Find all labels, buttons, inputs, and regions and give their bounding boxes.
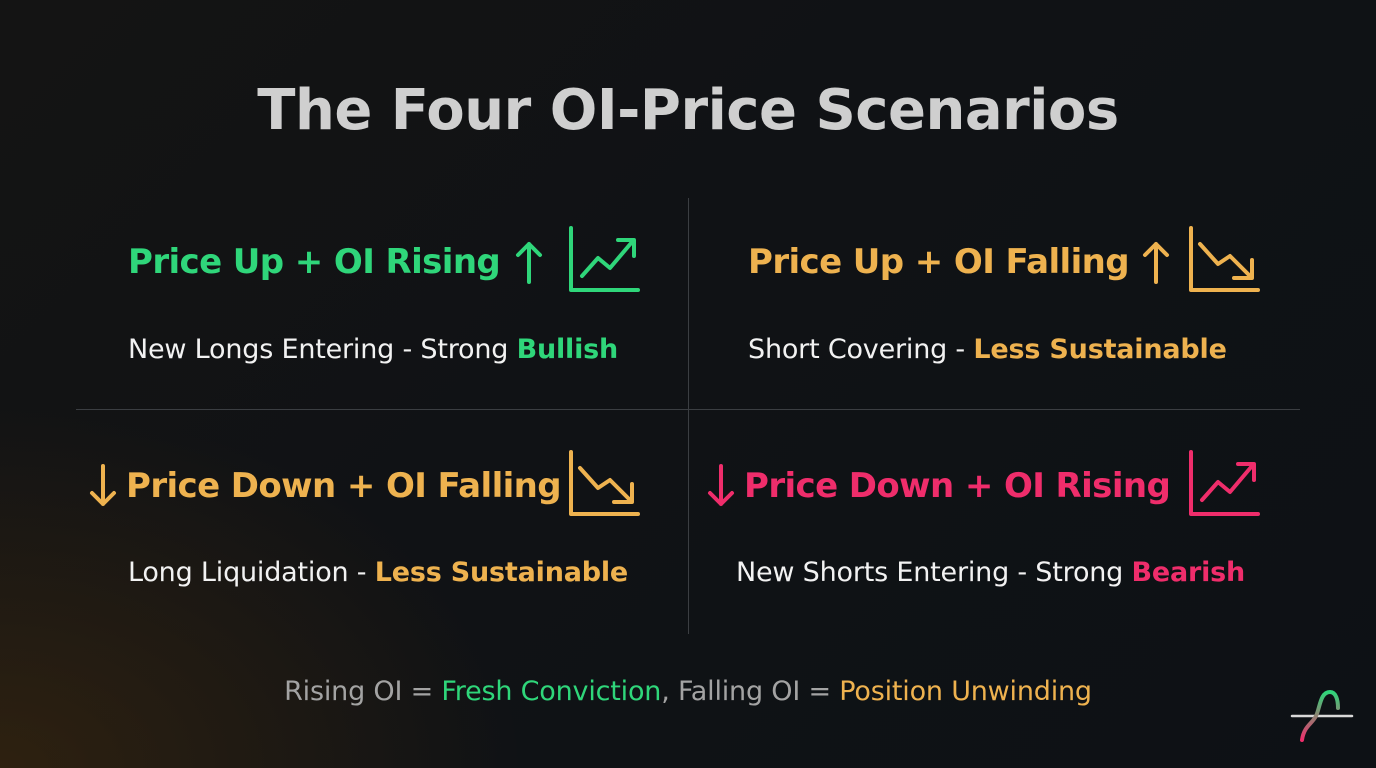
down-arrow-icon	[88, 464, 118, 508]
footer-summary: Rising OI = Fresh Conviction, Falling OI…	[284, 676, 1092, 707]
down-arrow-icon	[706, 464, 736, 508]
position-unwinding-text: Position Unwinding	[839, 676, 1092, 707]
bullish-emphasis: Bullish	[516, 334, 619, 365]
less-sustainable-emphasis: Less Sustainable	[374, 557, 629, 588]
vertical-divider	[688, 198, 689, 634]
quadrant-description-price-up-oi-falling: Short Covering - Less Sustainable	[748, 334, 1227, 365]
trend-down-chart-icon	[569, 450, 640, 516]
page-title: The Four OI-Price Scenarios	[257, 78, 1119, 143]
trend-up-chart-icon	[569, 226, 640, 292]
less-sustainable-emphasis: Less Sustainable	[973, 334, 1227, 365]
trend-up-chart-icon	[1189, 450, 1260, 516]
up-arrow-icon	[1141, 240, 1171, 284]
quadrant-heading-price-down-oi-rising: Price Down + OI Rising	[706, 464, 1171, 508]
bearish-emphasis: Bearish	[1131, 557, 1246, 588]
up-arrow-icon	[514, 240, 544, 284]
fresh-conviction-text: Fresh Conviction	[441, 676, 662, 707]
brand-logo-icon	[1290, 689, 1354, 742]
quadrant-description-price-down-oi-falling: Long Liquidation - Less Sustainable	[128, 557, 629, 588]
quadrant-description-price-up-oi-rising: New Longs Entering - Strong Bullish	[128, 334, 619, 365]
trend-down-chart-icon	[1189, 226, 1260, 292]
quadrant-heading-price-up-oi-falling: Price Up + OI Falling	[748, 240, 1171, 284]
quadrant-heading-price-down-oi-falling: Price Down + OI Falling	[88, 464, 562, 508]
horizontal-divider	[76, 409, 1300, 410]
quadrant-heading-price-up-oi-rising: Price Up + OI Rising	[128, 240, 544, 284]
quadrant-description-price-down-oi-rising: New Shorts Entering - Strong Bearish	[736, 557, 1246, 588]
